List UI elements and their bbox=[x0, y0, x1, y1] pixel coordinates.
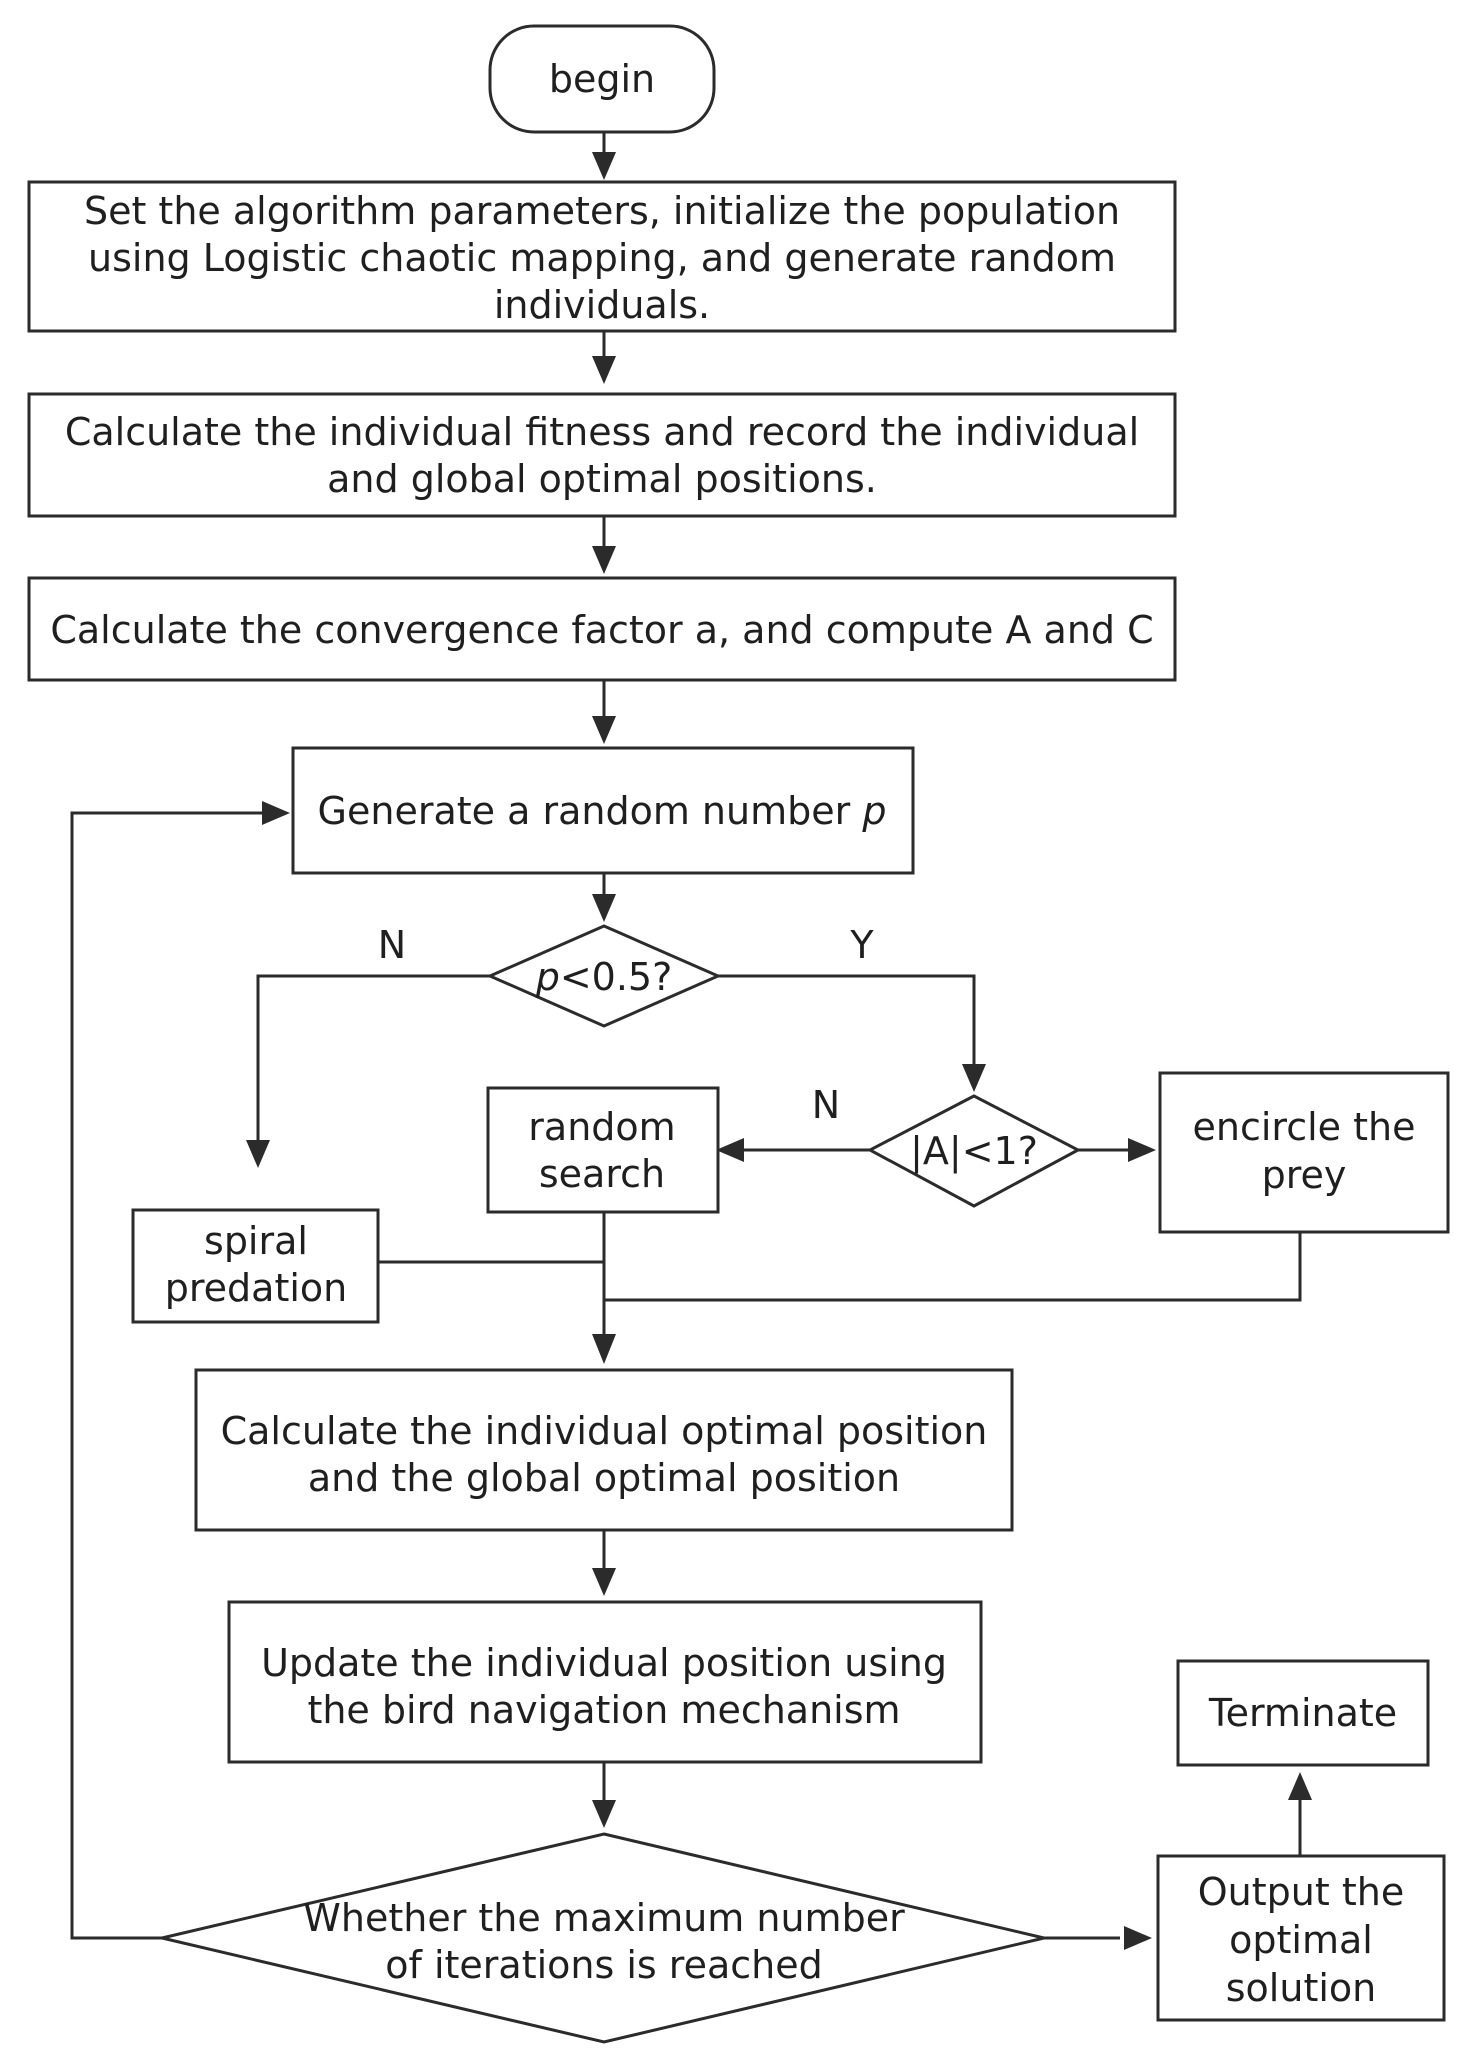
edge-loop-back bbox=[70, 811, 266, 1940]
spiral-box bbox=[131, 1208, 380, 1324]
node-optimal-position: Calculate the individual optimal positio… bbox=[194, 1368, 1014, 1532]
convergence-label: Calculate the convergence factor a, and … bbox=[50, 608, 1153, 652]
init-box bbox=[27, 180, 1177, 333]
begin-label: begin bbox=[549, 57, 655, 101]
edge-label-p-no: N bbox=[378, 923, 406, 967]
fitness-line-2: and global optimal positions. bbox=[327, 457, 877, 501]
fitness-box bbox=[27, 392, 1177, 518]
node-random-search: random search bbox=[486, 1086, 720, 1214]
node-spiral: spiral predation bbox=[131, 1208, 380, 1324]
terminate-label: Terminate bbox=[1208, 1691, 1397, 1735]
arrowhead-decision-a bbox=[962, 1064, 986, 1092]
decision-p-diamond bbox=[486, 924, 722, 1028]
decision-p: p<0.5? bbox=[486, 924, 722, 1028]
decision-a-diamond bbox=[866, 1094, 1082, 1208]
random-search-box bbox=[486, 1086, 720, 1214]
init-line-1: Set the algorithm parameters, initialize… bbox=[84, 189, 1120, 233]
arrowhead-fitness bbox=[592, 356, 616, 384]
terminate-box bbox=[1176, 1659, 1430, 1767]
node-begin: begin bbox=[488, 24, 716, 134]
decision-iteration-line-1: Whether the maximum number bbox=[303, 1896, 905, 1940]
random-search-line-1: random bbox=[528, 1105, 675, 1149]
init-line-2: using Logistic chaotic mapping, and gene… bbox=[88, 236, 1116, 280]
node-output: Output the optimal solution bbox=[1156, 1854, 1446, 2022]
optimal-position-line-2: and the global optimal position bbox=[308, 1456, 900, 1500]
arrowhead-init bbox=[592, 152, 616, 180]
node-update: Update the individual position using the… bbox=[227, 1600, 983, 1764]
spiral-line-2: predation bbox=[165, 1266, 348, 1310]
decision-iteration: Whether the maximum number of iterations… bbox=[161, 1832, 1045, 2044]
node-init: Set the algorithm parameters, initialize… bbox=[27, 180, 1177, 333]
arrowhead-random-search bbox=[716, 1138, 744, 1162]
output-line-2: optimal bbox=[1229, 1918, 1373, 1962]
fitness-line-1: Calculate the individual fitness and rec… bbox=[65, 410, 1139, 454]
optimal-position-box bbox=[194, 1368, 1014, 1532]
decision-a: |A|<1? bbox=[866, 1094, 1082, 1208]
arrowhead-loop bbox=[262, 801, 290, 825]
random-number-box bbox=[291, 746, 915, 875]
arrowhead-spiral bbox=[246, 1140, 270, 1168]
arrowhead-iteration bbox=[592, 1800, 616, 1828]
edge-encircle-merge bbox=[604, 1232, 1302, 1302]
arrowhead-convergence bbox=[592, 546, 616, 574]
node-convergence: Calculate the convergence factor a, and … bbox=[27, 576, 1177, 682]
encircle-box bbox=[1158, 1071, 1450, 1234]
arrowhead-update bbox=[592, 1568, 616, 1596]
optimal-position-line-1: Calculate the individual optimal positio… bbox=[221, 1409, 988, 1453]
edge-label-a-no: N bbox=[812, 1083, 840, 1127]
spiral-line-1: spiral bbox=[204, 1219, 308, 1263]
decision-iteration-line-2: of iterations is reached bbox=[385, 1943, 822, 1987]
update-box bbox=[227, 1600, 983, 1764]
edge-decision-spiral bbox=[256, 974, 490, 1142]
random-number-label: Generate a random number p bbox=[318, 789, 887, 833]
begin-terminal bbox=[488, 24, 716, 134]
output-line-1: Output the bbox=[1198, 1870, 1404, 1914]
convergence-box bbox=[27, 576, 1177, 682]
arrowhead-random bbox=[592, 716, 616, 744]
arrowhead-decision-p bbox=[592, 894, 616, 922]
update-line-1: Update the individual position using bbox=[261, 1641, 947, 1685]
init-line-3: individuals. bbox=[494, 283, 710, 327]
arrowhead-terminate bbox=[1288, 1772, 1312, 1800]
arrowhead-encircle bbox=[1128, 1138, 1156, 1162]
connectors bbox=[70, 132, 1302, 1940]
arrowhead-optimal bbox=[592, 1334, 616, 1364]
decision-a-label: |A|<1? bbox=[910, 1129, 1038, 1174]
arrowhead-output bbox=[1124, 1926, 1152, 1950]
node-encircle: encircle the prey bbox=[1158, 1071, 1450, 1234]
node-terminate: Terminate bbox=[1176, 1659, 1430, 1767]
node-random-number: Generate a random number p bbox=[291, 746, 915, 875]
decision-p-label: p<0.5? bbox=[535, 955, 673, 999]
output-line-3: solution bbox=[1226, 1966, 1376, 2010]
output-box bbox=[1156, 1854, 1446, 2022]
edge-decision-abs bbox=[718, 974, 976, 1066]
random-search-line-2: search bbox=[539, 1152, 665, 1196]
edge-label-p-yes: Y bbox=[849, 923, 874, 967]
encircle-line-2: prey bbox=[1262, 1153, 1347, 1197]
encircle-line-1: encircle the bbox=[1193, 1105, 1416, 1149]
node-fitness: Calculate the individual fitness and rec… bbox=[27, 392, 1177, 518]
decision-iteration-diamond bbox=[161, 1832, 1045, 2044]
arrowheads bbox=[246, 152, 1312, 1950]
update-line-2: the bird navigation mechanism bbox=[307, 1688, 900, 1732]
